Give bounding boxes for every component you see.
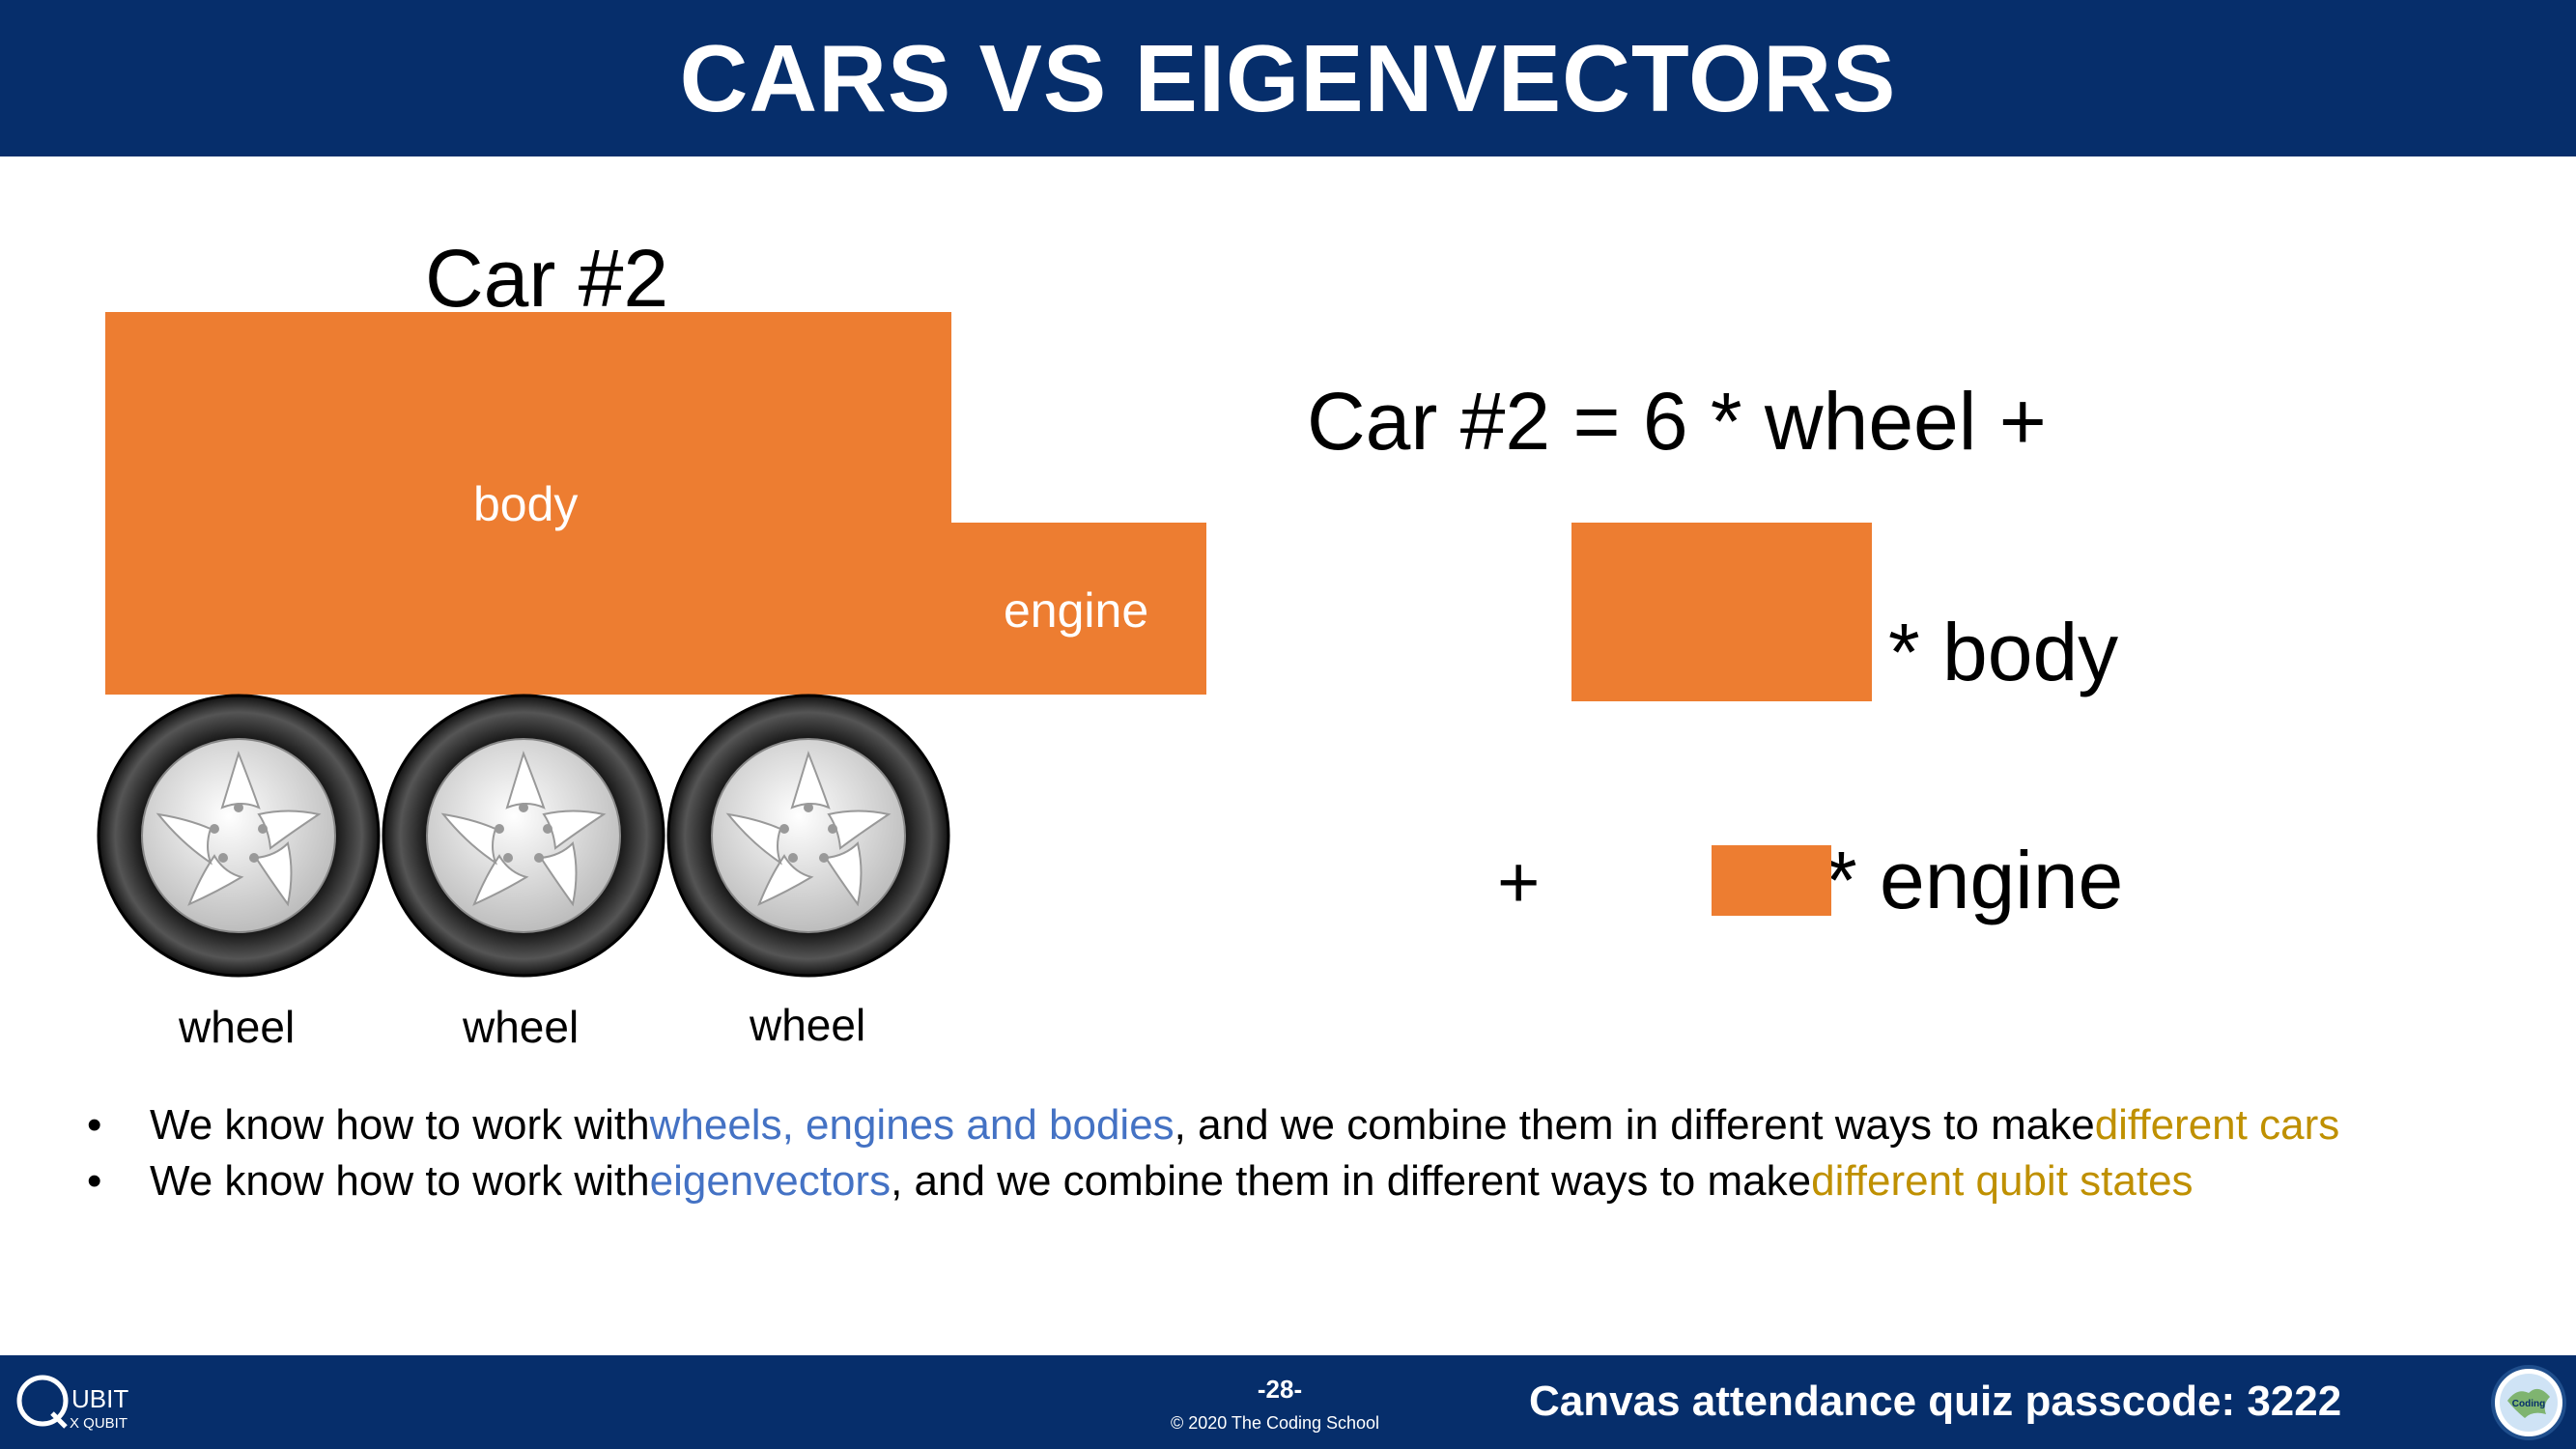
bullet-item: • We know how to work with eigenvectors … <box>87 1157 2339 1213</box>
qubit-logo-icon: UBIT X QUBIT <box>16 1375 128 1432</box>
wheel-label: wheel <box>179 1002 296 1052</box>
wheel-label: wheel <box>463 1002 580 1052</box>
bullet-list: • We know how to work with wheels, engin… <box>87 1101 2339 1213</box>
bullet-highlight: different qubit states <box>1811 1157 2194 1205</box>
wheel-label: wheel <box>750 1000 866 1050</box>
equation-line: Car #2 = 6 * wheel + <box>1307 376 2047 467</box>
bullet-text: , and we combine them in different ways … <box>891 1157 1812 1205</box>
wheel-icon <box>666 694 950 978</box>
bullet-highlight: different cars <box>2094 1101 2340 1149</box>
svg-text:X QUBIT: X QUBIT <box>70 1415 127 1432</box>
car-body-block <box>105 312 951 695</box>
slide-title: CARS VS EIGENVECTORS <box>679 25 1897 131</box>
body-coefficient-block <box>1571 523 1872 701</box>
equation-engine-term: * engine <box>1826 835 2124 925</box>
coding-school-logo-icon: Coding <box>2491 1365 2566 1440</box>
bullet-icon: • <box>87 1157 102 1205</box>
passcode-text: Canvas attendance quiz passcode: 3222 <box>1529 1378 2342 1425</box>
wheel-icon <box>97 694 381 978</box>
copyright-text: © 2020 The Coding School <box>1170 1413 1380 1433</box>
bullet-item: • We know how to work with wheels, engin… <box>87 1101 2339 1157</box>
engine-label: engine <box>1004 583 1149 638</box>
footer-bar <box>0 1355 2576 1449</box>
equation-body-term: * body <box>1888 607 2119 697</box>
bullet-icon: • <box>87 1101 102 1149</box>
wheel-icon <box>382 694 665 978</box>
bullet-highlight: wheels, engines and bodies <box>649 1101 1175 1149</box>
body-label: body <box>473 477 579 531</box>
bullet-text: We know how to work with <box>150 1101 650 1149</box>
equation-plus: + <box>1497 841 1541 923</box>
bullet-text: , and we combine them in different ways … <box>1174 1101 2095 1149</box>
header-bar <box>0 0 2576 156</box>
car-title: Car #2 <box>425 233 669 324</box>
bullet-highlight: eigenvectors <box>649 1157 892 1205</box>
svg-text:UBIT: UBIT <box>71 1384 128 1413</box>
bullet-text: We know how to work with <box>150 1157 650 1205</box>
engine-coefficient-block <box>1712 845 1831 916</box>
svg-text:Coding: Coding <box>2512 1399 2545 1409</box>
car-engine-block <box>951 523 1206 695</box>
page-number: -28- <box>1257 1375 1303 1404</box>
